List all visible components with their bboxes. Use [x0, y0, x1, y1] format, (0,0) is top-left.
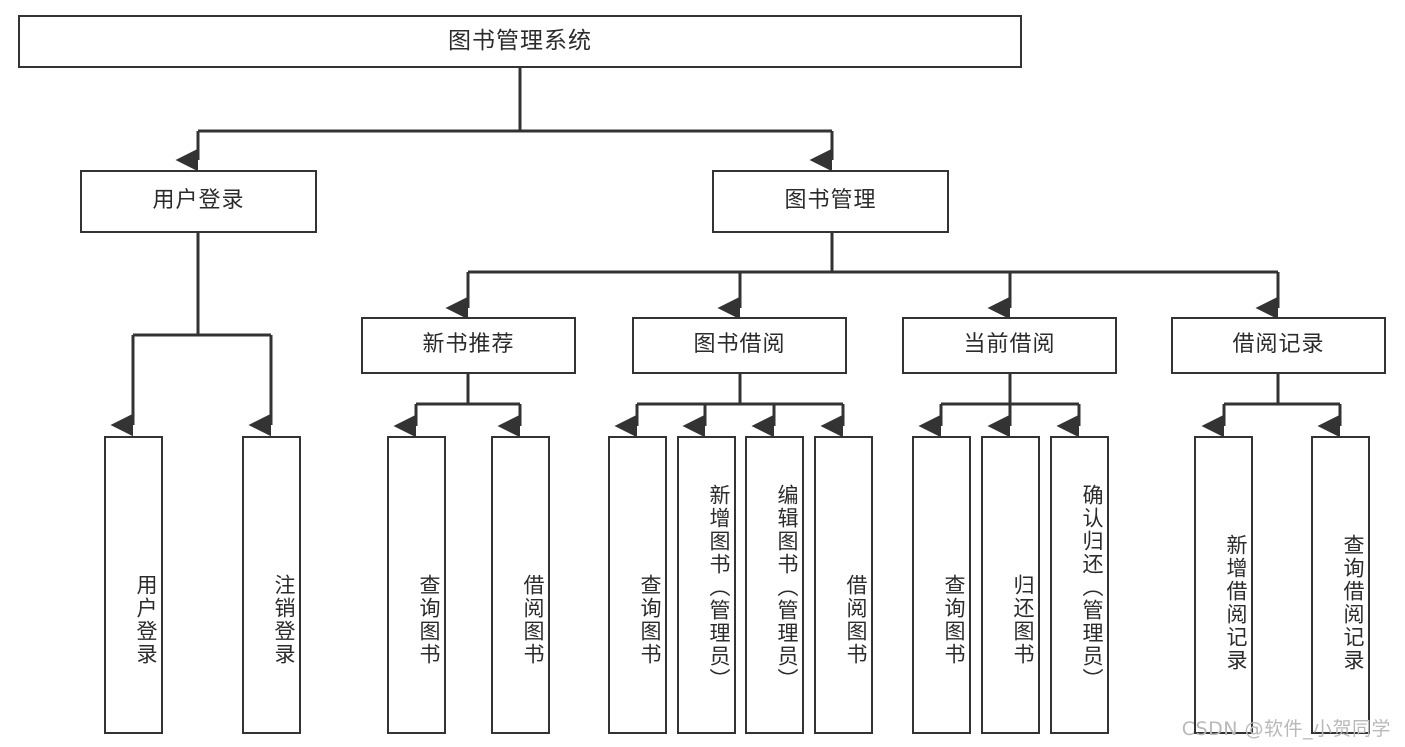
- node-leaf-query-book-borrow[interactable]: 查询图书: [608, 436, 667, 734]
- node-book-management[interactable]: 图书管理: [712, 170, 949, 233]
- node-leaf-edit-book-admin[interactable]: 编辑图书（管理员）: [745, 436, 804, 734]
- watermark-text: CSDN @软件_小贺同学: [1181, 718, 1391, 740]
- node-label: 查询图书: [942, 574, 966, 666]
- node-current-borrow[interactable]: 当前借阅: [902, 317, 1117, 374]
- node-root-book-management-system[interactable]: 图书管理系统: [18, 15, 1022, 68]
- node-leaf-borrow-book-new[interactable]: 借阅图书: [491, 436, 550, 734]
- node-book-borrow[interactable]: 图书借阅: [632, 317, 847, 374]
- node-label: 图书管理系统: [448, 27, 592, 54]
- node-label: 图书借阅: [693, 332, 786, 358]
- node-label: 确认归还（管理员）: [1080, 483, 1104, 691]
- node-leaf-logout-login[interactable]: 注销登录: [242, 436, 301, 734]
- node-label: 注销登录: [272, 574, 296, 666]
- node-label: 编辑图书（管理员）: [775, 483, 799, 691]
- node-label: 用户登录: [134, 574, 158, 666]
- node-borrow-record[interactable]: 借阅记录: [1171, 317, 1386, 374]
- node-label: 新书推荐: [422, 332, 515, 358]
- node-label: 用户登录: [152, 188, 245, 214]
- node-leaf-borrow-book-borrow[interactable]: 借阅图书: [814, 436, 873, 734]
- node-label: 查询图书: [417, 574, 441, 666]
- node-label: 图书管理: [784, 188, 877, 214]
- node-label: 新增借阅记录: [1224, 534, 1248, 672]
- node-label: 借阅记录: [1232, 332, 1325, 358]
- node-leaf-user-login[interactable]: 用户登录: [104, 436, 163, 734]
- node-leaf-return-book[interactable]: 归还图书: [981, 436, 1040, 734]
- node-label: 借阅图书: [521, 574, 545, 666]
- node-label: 当前借阅: [963, 332, 1056, 358]
- node-new-book-recommend[interactable]: 新书推荐: [361, 317, 576, 374]
- node-label: 借阅图书: [844, 574, 868, 666]
- node-leaf-query-book-current[interactable]: 查询图书: [912, 436, 971, 734]
- node-label: 查询借阅记录: [1341, 534, 1365, 672]
- node-leaf-confirm-return-admin[interactable]: 确认归还（管理员）: [1050, 436, 1109, 734]
- node-label: 新增图书（管理员）: [707, 483, 731, 691]
- node-label: 归还图书: [1011, 574, 1035, 666]
- node-leaf-add-borrow-record[interactable]: 新增借阅记录: [1194, 436, 1253, 734]
- node-user-login[interactable]: 用户登录: [80, 170, 317, 233]
- node-leaf-add-book-admin[interactable]: 新增图书（管理员）: [677, 436, 736, 734]
- node-leaf-query-borrow-record[interactable]: 查询借阅记录: [1311, 436, 1370, 734]
- node-label: 查询图书: [638, 574, 662, 666]
- node-leaf-query-book-new[interactable]: 查询图书: [387, 436, 446, 734]
